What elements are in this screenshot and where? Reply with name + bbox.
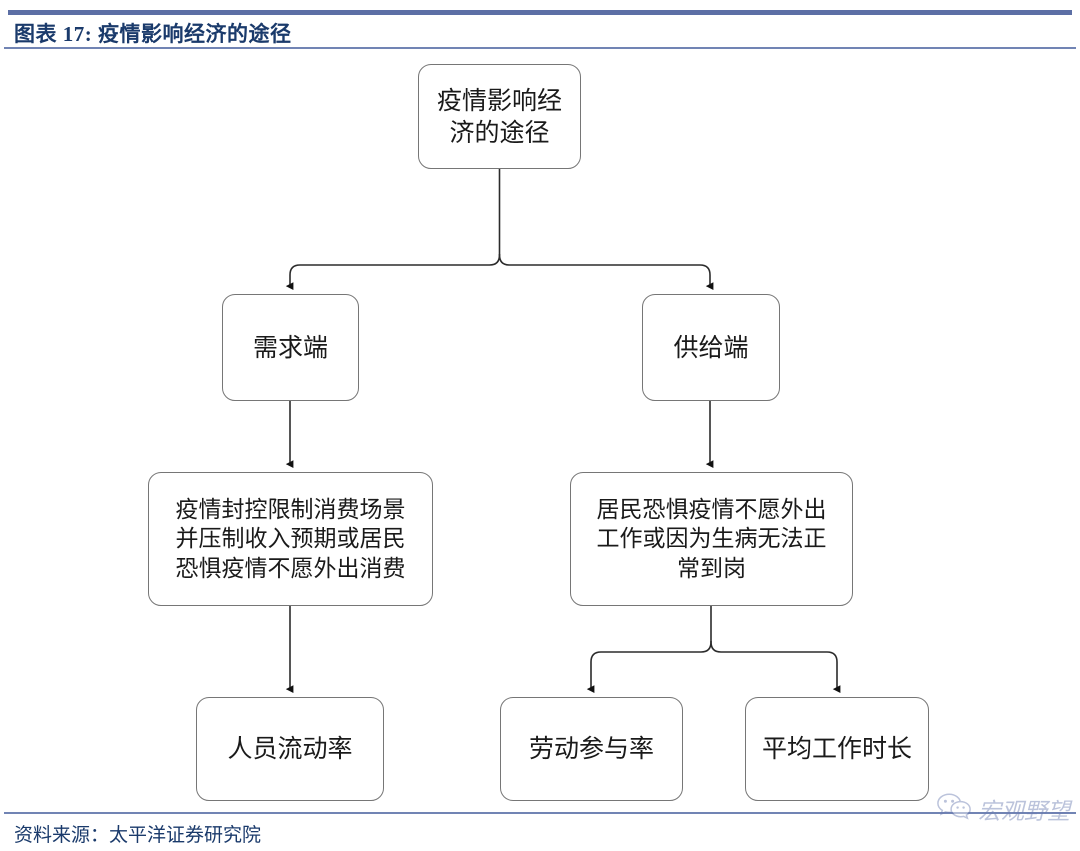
node-supply-detail[interactable]: 居民恐惧疫情不愿外出 工作或因为生病无法正 常到岗 — [570, 472, 853, 606]
node-average-working-hours-label: 平均工作时长 — [761, 735, 912, 763]
node-mobility-rate[interactable]: 人员流动率 — [196, 697, 384, 801]
source-note: 资料来源：太平洋证券研究院 — [14, 825, 262, 846]
header-bottom-rule — [4, 47, 1076, 49]
node-average-working-hours[interactable]: 平均工作时长 — [745, 697, 929, 801]
node-labor-participation-rate-label: 劳动参与率 — [528, 735, 654, 763]
node-supply-detail-label: 居民恐惧疫情不愿外出 工作或因为生病无法正 常到岗 — [596, 495, 827, 581]
node-supply-side[interactable]: 供给端 — [642, 294, 780, 401]
watermark-label: 宏观野望 — [978, 799, 1070, 824]
edge-root-to-branches — [285, 169, 714, 291]
footer-rule — [4, 812, 1076, 814]
node-root[interactable]: 疫情影响经 济的途径 — [418, 64, 581, 169]
node-supply-side-label: 供给端 — [673, 333, 749, 362]
page-title: 图表 17: 疫情影响经济的途径 — [14, 22, 292, 46]
node-mobility-rate-label: 人员流动率 — [227, 735, 353, 763]
node-demand-side[interactable]: 需求端 — [222, 294, 359, 401]
node-root-label: 疫情影响经 济的途径 — [436, 86, 562, 147]
node-demand-side-label: 需求端 — [252, 333, 328, 362]
edge-detail-to-outcomes — [586, 606, 841, 694]
node-demand-detail[interactable]: 疫情封控限制消费场景 并压制收入预期或居民 恐惧疫情不愿外出消费 — [148, 472, 433, 606]
node-demand-detail-label: 疫情封控限制消费场景 并压制收入预期或居民 恐惧疫情不愿外出消费 — [175, 495, 406, 581]
flowchart-canvas: 疫情影响经 济的途径 需求端 供给端 疫情封控限制消费场景 并压制收入预期或居民… — [0, 52, 1080, 809]
watermark: 宏观野望 — [937, 792, 1070, 826]
header-top-rule — [8, 10, 1072, 15]
wechat-icon — [937, 793, 971, 825]
node-labor-participation-rate[interactable]: 劳动参与率 — [500, 697, 683, 801]
